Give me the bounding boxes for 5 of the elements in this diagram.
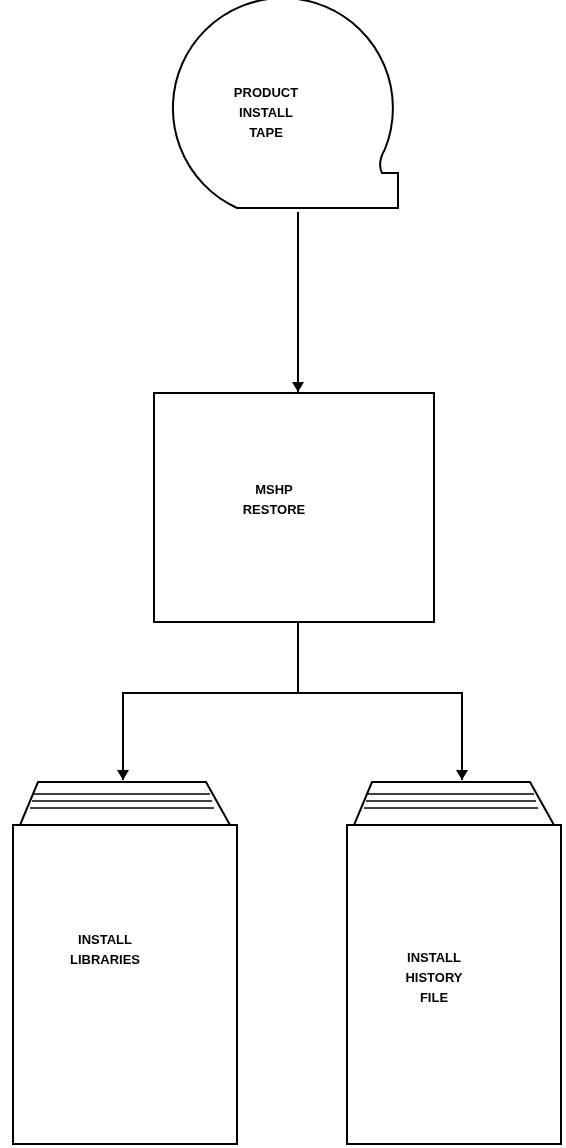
node-label: INSTALL HISTORY FILE xyxy=(404,949,464,1007)
node-label: PRODUCT INSTALL TAPE xyxy=(232,84,300,142)
arrow xyxy=(292,211,304,393)
node-label: MSHP RESTORE xyxy=(241,481,307,519)
node-label: INSTALL LIBRARIES xyxy=(68,931,142,969)
